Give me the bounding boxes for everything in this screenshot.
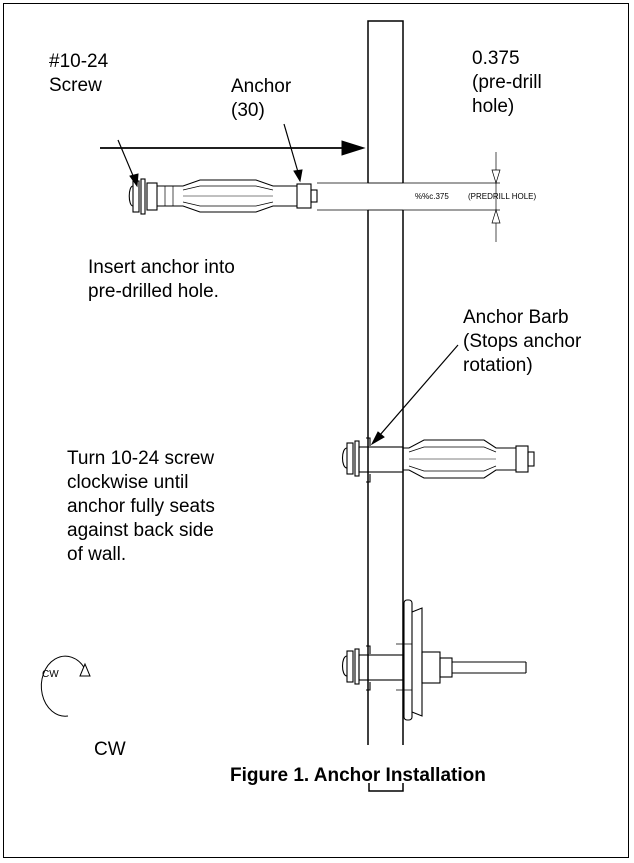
insert-arrow-icon (100, 140, 366, 156)
cw-label: CW (94, 739, 126, 760)
barb-leader (370, 344, 459, 446)
anchor-unseated (128, 178, 318, 215)
hole-size-label: 0.375 (pre-drill hole) (472, 48, 542, 117)
figure-frame (3, 3, 629, 858)
anchor-inserted (341, 437, 535, 483)
hole-dimension (317, 152, 501, 242)
anchor-label: Anchor (30) (231, 76, 292, 121)
screw-label: #10-24 Screw (49, 51, 109, 96)
anchor-seated (341, 599, 527, 721)
screw-leader (117, 139, 139, 188)
figure-caption: Figure 1. Anchor Installation (230, 765, 486, 786)
wall (367, 20, 404, 792)
cw-icon-text: CW (42, 669, 59, 680)
step-turn-text: Turn 10-24 screw clockwise until anchor … (67, 448, 215, 565)
barb-label: Anchor Barb (Stops anchor rotation) (463, 307, 582, 376)
step-insert-text: Insert anchor into pre-drilled hole. (88, 257, 235, 302)
clockwise-icon (40, 655, 91, 717)
anchor-leader (283, 123, 303, 183)
dimension-note: (PREDRILL HOLE) (468, 192, 537, 201)
dimension-value: %%c.375 (415, 192, 449, 201)
